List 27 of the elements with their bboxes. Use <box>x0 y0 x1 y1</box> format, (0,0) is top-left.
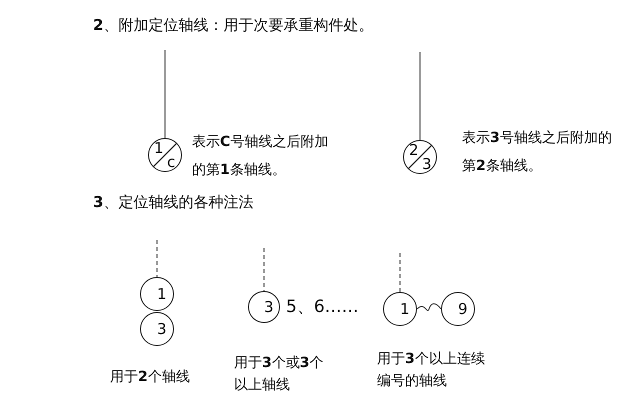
usage-caption: 用于3个以上连续编号的轴线 <box>377 350 486 391</box>
axis-number-circle <box>140 312 174 346</box>
usage-caption: 用于2个轴线 <box>110 368 191 387</box>
axis-number: 3 <box>264 300 274 314</box>
denominator-text: 3 <box>422 157 432 172</box>
note-text: 表示3号轴线之后附加的第2条轴线。 <box>462 129 612 176</box>
section-heading: 2、附加定位轴线：用于次要承重构件处。 <box>93 15 374 36</box>
usage-caption: 用于3个或3个以上轴线 <box>234 354 324 395</box>
axis-number-circle <box>383 292 417 326</box>
axis-number-circle <box>140 277 174 311</box>
axis-number-circle <box>403 140 437 174</box>
sequence-text: 5、6…… <box>286 296 360 318</box>
axis-number-circle <box>148 138 182 172</box>
axis-line <box>164 50 166 138</box>
axis-line <box>156 240 158 278</box>
note-text: 表示C号轴线之后附加的第1条轴线。 <box>192 133 330 180</box>
axis-number-circle <box>441 292 475 326</box>
denominator-text: c <box>167 155 176 170</box>
axis-number: 3 <box>157 322 167 336</box>
numerator-text: 2 <box>409 143 419 158</box>
axis-number-circle <box>248 291 280 323</box>
axis-number: 9 <box>458 302 468 316</box>
section-heading: 3、定位轴线的各种注法 <box>93 192 254 213</box>
wavy-connector <box>416 303 442 312</box>
axis-number: 1 <box>400 302 410 316</box>
axis-number: 1 <box>157 286 167 302</box>
numerator-text: 1 <box>154 141 164 156</box>
